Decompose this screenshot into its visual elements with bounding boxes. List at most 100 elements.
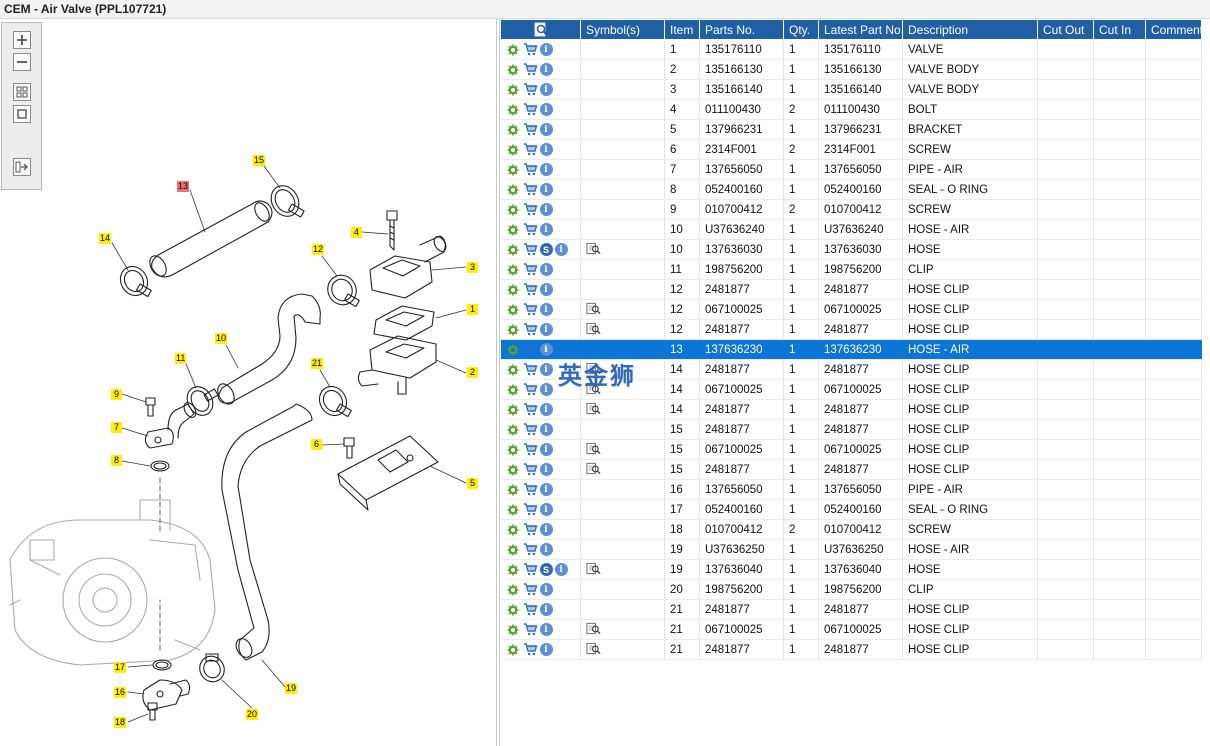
callout-7[interactable]: 7 [111,422,122,433]
gear-icon[interactable] [506,102,521,117]
gear-icon[interactable] [506,282,521,297]
gear-icon[interactable] [506,362,521,377]
book-search-icon[interactable] [586,381,601,396]
info-icon[interactable]: i [539,623,553,636]
callout-19[interactable]: 19 [285,683,298,694]
zoom-in-button[interactable] [13,31,31,49]
info-icon[interactable]: i [539,163,553,176]
gear-icon[interactable] [506,62,521,77]
callout-12[interactable]: 12 [312,244,325,255]
info-icon[interactable]: i [539,123,553,136]
info-icon[interactable]: i [539,303,553,316]
cart-icon[interactable] [523,182,538,197]
callout-20[interactable]: 20 [246,709,259,720]
gear-icon[interactable] [506,642,521,657]
header-item[interactable]: Item [664,19,700,40]
cart-icon[interactable] [523,82,538,97]
callout-13[interactable]: 13 [177,181,190,192]
gear-icon[interactable] [506,502,521,517]
cart-icon[interactable] [523,322,538,337]
callout-2[interactable]: 2 [467,367,478,378]
info-icon[interactable]: i [539,643,553,656]
info-icon[interactable]: i [539,603,553,616]
gear-icon[interactable] [506,122,521,137]
header-cut-in[interactable]: Cut In [1093,19,1146,40]
callout-14[interactable]: 14 [99,233,112,244]
info-icon[interactable]: i [539,223,553,236]
cart-icon[interactable] [523,362,538,377]
gear-icon[interactable] [506,522,521,537]
info-icon[interactable]: i [539,463,553,476]
callout-16[interactable]: 16 [114,687,127,698]
cart-icon[interactable] [523,622,538,637]
cart-icon[interactable] [523,402,538,417]
gear-icon[interactable] [506,582,521,597]
callout-17[interactable]: 17 [114,662,127,673]
book-search-icon[interactable] [586,321,601,336]
cart-icon[interactable] [523,42,538,57]
book-search-icon[interactable] [586,441,601,456]
info-icon[interactable]: i [539,323,553,336]
gear-icon[interactable] [506,202,521,217]
book-search-icon[interactable] [586,461,601,476]
info-icon[interactable]: i [539,263,553,276]
header-symbols[interactable]: Symbol(s) [580,19,665,40]
fit-to-window-button[interactable] [13,83,31,101]
info-icon[interactable]: i [539,103,553,116]
callout-1[interactable]: 1 [467,304,478,315]
cart-icon[interactable] [523,442,538,457]
cart-icon[interactable] [523,382,538,397]
info-icon[interactable]: i [539,83,553,96]
gear-icon[interactable] [506,142,521,157]
info-icon[interactable]: i [539,523,553,536]
cart-icon[interactable] [523,142,538,157]
gear-icon[interactable] [506,262,521,277]
info-icon[interactable]: i [539,43,553,56]
gear-icon[interactable] [506,562,521,577]
book-search-icon[interactable] [586,561,601,576]
book-search-icon[interactable] [586,361,601,376]
info-icon[interactable]: i [539,183,553,196]
cart-icon[interactable] [523,222,538,237]
callout-18[interactable]: 18 [114,717,127,728]
gear-icon[interactable] [506,322,521,337]
callout-5[interactable]: 5 [467,478,478,489]
callout-15[interactable]: 15 [253,155,266,166]
callout-3[interactable]: 3 [467,262,478,273]
info-icon[interactable]: i [539,363,553,376]
gear-icon[interactable] [506,302,521,317]
book-search-icon[interactable] [586,241,601,256]
header-parts-no[interactable]: Parts No. [699,19,784,40]
cart-icon[interactable] [523,162,538,177]
gear-icon[interactable] [506,42,521,57]
gear-icon[interactable] [506,222,521,237]
gear-icon[interactable] [506,182,521,197]
cart-icon[interactable] [523,422,538,437]
cart-icon[interactable] [523,202,538,217]
cart-icon[interactable] [523,602,538,617]
zoom-out-button[interactable] [13,53,31,71]
gear-icon[interactable] [506,162,521,177]
gear-icon[interactable] [506,342,521,357]
info-icon[interactable]: i [554,243,568,256]
callout-9[interactable]: 9 [111,389,122,400]
book-search-icon[interactable] [586,401,601,416]
callout-4[interactable]: 4 [351,227,362,238]
